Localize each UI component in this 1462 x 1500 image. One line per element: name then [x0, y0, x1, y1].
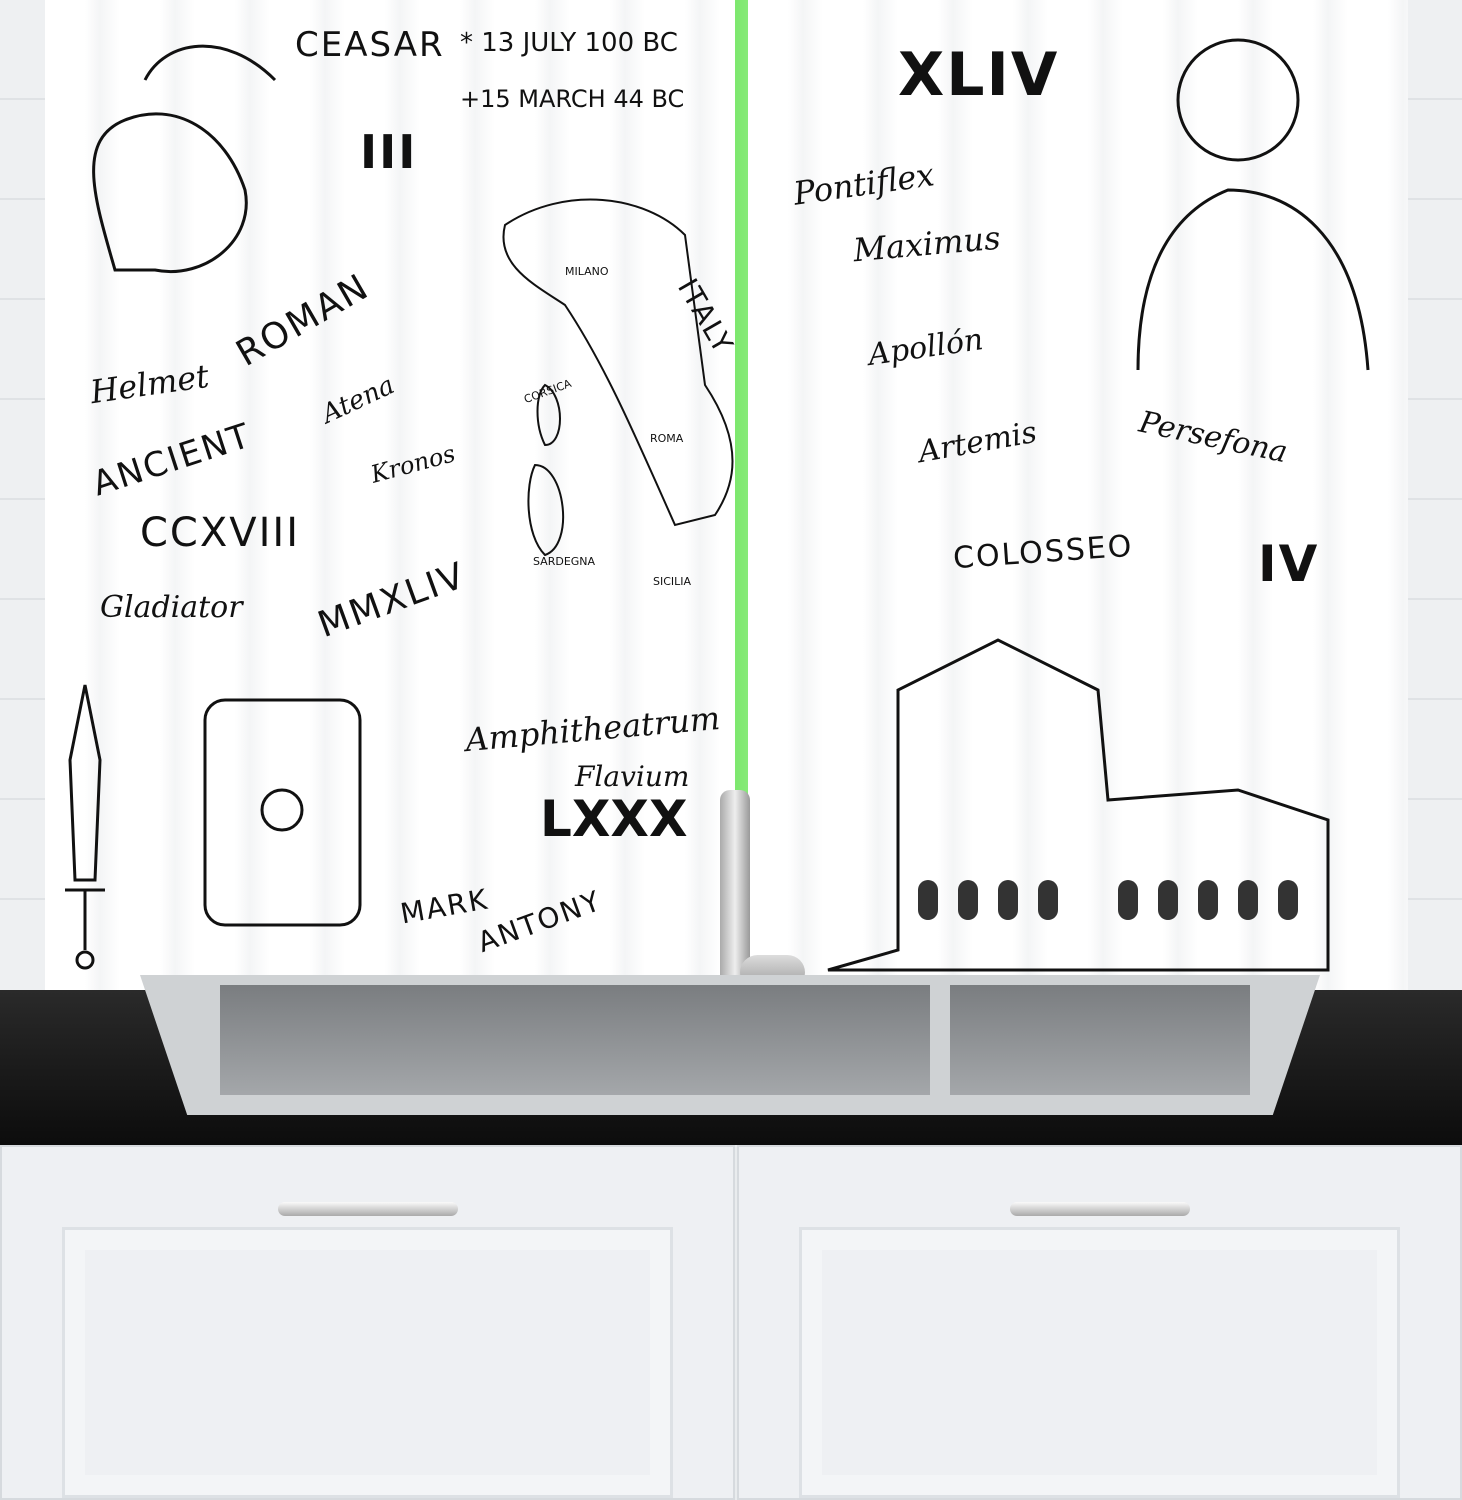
sword-sketch — [65, 684, 105, 970]
cabinet-handle[interactable] — [277, 1202, 458, 1216]
map-label-roma: ROMA — [650, 432, 684, 445]
text-death: +15 MARCH 44 BC — [460, 85, 685, 113]
colosseum-sketch — [827, 638, 1330, 972]
text-artemis: Artemis — [915, 414, 1040, 471]
text-maximus: Maximus — [851, 218, 1002, 270]
text-ceasar: CEASAR — [295, 25, 445, 65]
map-label-sardegna: SARDEGNA — [533, 555, 596, 568]
text-iii: III — [360, 125, 418, 179]
text-ancient: ANCIENT — [87, 415, 257, 505]
map-label-sicilia: SICILIA — [653, 575, 692, 588]
text-lxxx: LXXX — [540, 790, 688, 848]
right-cabinet-door[interactable] — [737, 1145, 1462, 1500]
text-colosseo: COLOSSEO — [951, 528, 1135, 577]
text-ccxviii: CCXVIII — [140, 510, 301, 556]
text-xliv: XLIV — [898, 40, 1060, 110]
text-helmet: Helmet — [87, 356, 212, 412]
text-persefona: Persefona — [1136, 404, 1291, 471]
door-panel — [799, 1227, 1400, 1498]
italy-map-sketch — [502, 198, 734, 557]
right-curtain-panel: XLIV Pontiflex Maximus Apollón Artemis P… — [748, 0, 1408, 995]
left-curtain-panel: CEASAR * 13 JULY 100 BC +15 MARCH 44 BC … — [45, 0, 740, 995]
cabinet-handle[interactable] — [1009, 1202, 1190, 1216]
text-amphitheatrum: Amphitheatrum — [463, 698, 722, 760]
left-cabinet-door[interactable] — [0, 1145, 735, 1500]
text-atena: Atena — [317, 370, 400, 430]
double-sink — [140, 975, 1320, 1115]
left-basin — [220, 985, 930, 1095]
text-birth: * 13 JULY 100 BC — [460, 28, 678, 58]
text-pontiflex: Pontiflex — [791, 155, 937, 213]
map-label-milano: MILANO — [565, 265, 609, 278]
bust-sketch — [1136, 38, 1370, 371]
helmet-sketch — [92, 44, 277, 273]
text-apollon: Apollón — [866, 322, 986, 373]
text-antony: ANTONY — [473, 883, 607, 960]
door-panel — [62, 1227, 673, 1498]
text-kronos: Kronos — [367, 439, 459, 489]
text-mark: MARK — [397, 882, 492, 931]
right-basin — [950, 985, 1250, 1095]
text-gladiator: Gladiator — [100, 590, 243, 625]
text-flavium: Flavium — [575, 760, 690, 793]
shield-sketch — [203, 698, 362, 927]
text-mmxliv: MMXLIV — [312, 554, 472, 647]
text-iv: IV — [1258, 535, 1320, 593]
